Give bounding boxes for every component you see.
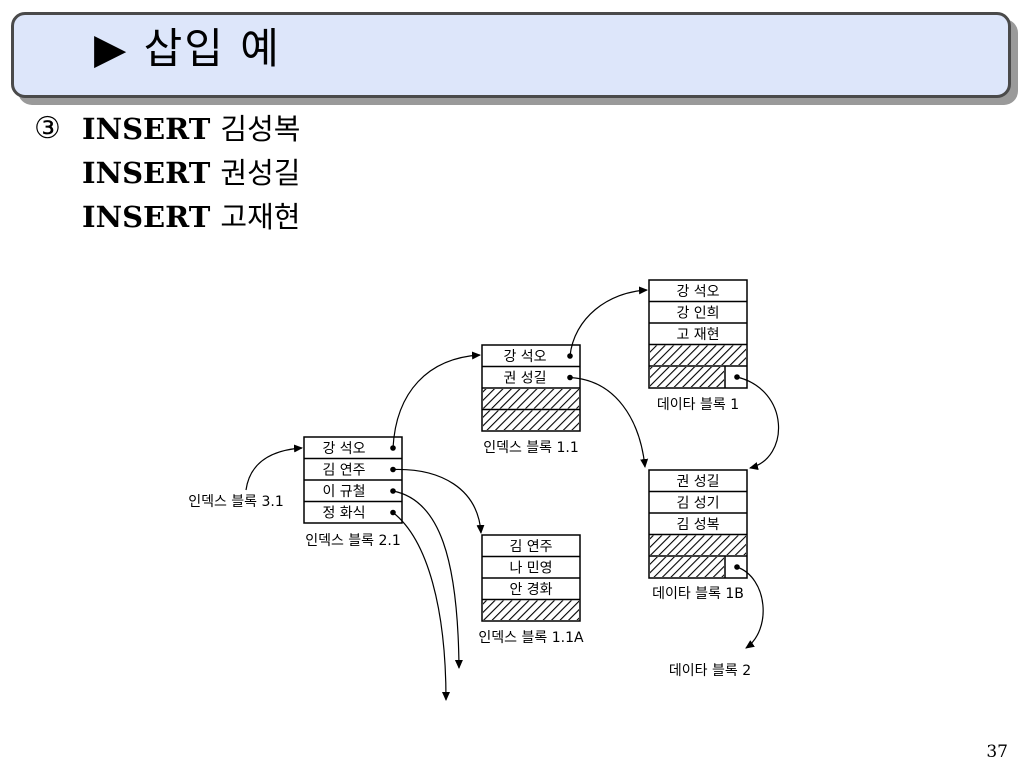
arrow-2-1-to-1-1A [392,468,485,534]
empty-slot [650,535,746,555]
empty-slot [650,557,724,577]
block-label: 인덱스 블록 2.1 [305,533,401,549]
index-key: 정 화식 [322,506,365,522]
index-key: 강 석오 [503,349,546,365]
arrow-3-1-to-2-1 [245,444,303,491]
index-key: 김 연주 [322,463,365,479]
data-record: 권 성길 [676,474,719,490]
insert-keyword: INSERT [82,200,211,234]
block-label-data-2: 데이타 블록 2 [669,663,751,679]
insert-name: 권성길 [220,156,301,190]
empty-slot [483,600,579,620]
data-block-1B: 권 성길 김 성기 김 성복 데이타 블록 1B [648,469,748,602]
index-key: 이 규철 [322,484,365,500]
block-label: 데이타 블록 1 [657,397,739,413]
index-key: 강 석오 [322,441,365,457]
insert-statement-3: INSERT 고재현 [82,198,300,236]
data-record: 강 인희 [676,306,719,322]
empty-slot [650,345,746,365]
title-bar [11,12,1011,98]
pointer-arrows [245,286,780,701]
index-block-2-1: 강 석오 김 연주 이 규철 정 화식 인덱스 블록 2.1 [303,436,403,549]
arrow-data-1B-to-data-2 [736,566,764,649]
index-key: 나 민영 [509,561,552,577]
empty-slot [650,367,724,387]
data-block-1: 강 석오 강 인희 고 재현 데이타 블록 1 [648,279,748,413]
index-block-1-1: 강 석오 권 성길 인덱스 블록 1.1 [481,344,581,456]
block-label: 인덱스 블록 1.1 [483,440,579,456]
page-number: 37 [986,742,1008,762]
data-record: 강 석오 [676,284,719,300]
insert-keyword: INSERT [82,112,211,146]
block-label: 데이타 블록 1B [652,586,744,602]
empty-slot [483,389,579,409]
arrow-2-1-to-1-1 [392,351,481,449]
index-key: 김 연주 [509,539,552,555]
block-label-index-3-1: 인덱스 블록 3.1 [188,494,284,510]
insert-statement-2: INSERT 권성길 [82,154,300,192]
empty-slot [483,410,579,430]
index-block-1-1A: 김 연주 나 민영 안 경화 인덱스 블록 1.1A [478,534,584,646]
block-label: 인덱스 블록 1.1A [478,630,584,646]
insert-keyword: INSERT [82,156,211,190]
insert-statement-1: INSERT 김성복 [82,110,300,148]
data-record: 고 재현 [676,327,719,343]
index-key: 권 성길 [503,371,546,387]
arrow-data-1-to-data-1B [736,376,780,470]
data-record: 김 성기 [676,496,719,512]
arrow-1-1-to-data-1 [569,286,648,357]
index-key: 안 경화 [509,582,552,598]
statement-marker: ③ [34,111,61,146]
data-record: 김 성복 [676,517,719,533]
arrow-2-1-to-next-1 [392,490,463,669]
insert-name: 김성복 [220,112,301,146]
arrow-2-1-to-next-2 [392,512,450,701]
arrow-1-1-to-data-1B [569,376,649,468]
insert-name: 고재현 [220,200,301,234]
page-title: ▶ 삽입 예 [94,24,281,73]
